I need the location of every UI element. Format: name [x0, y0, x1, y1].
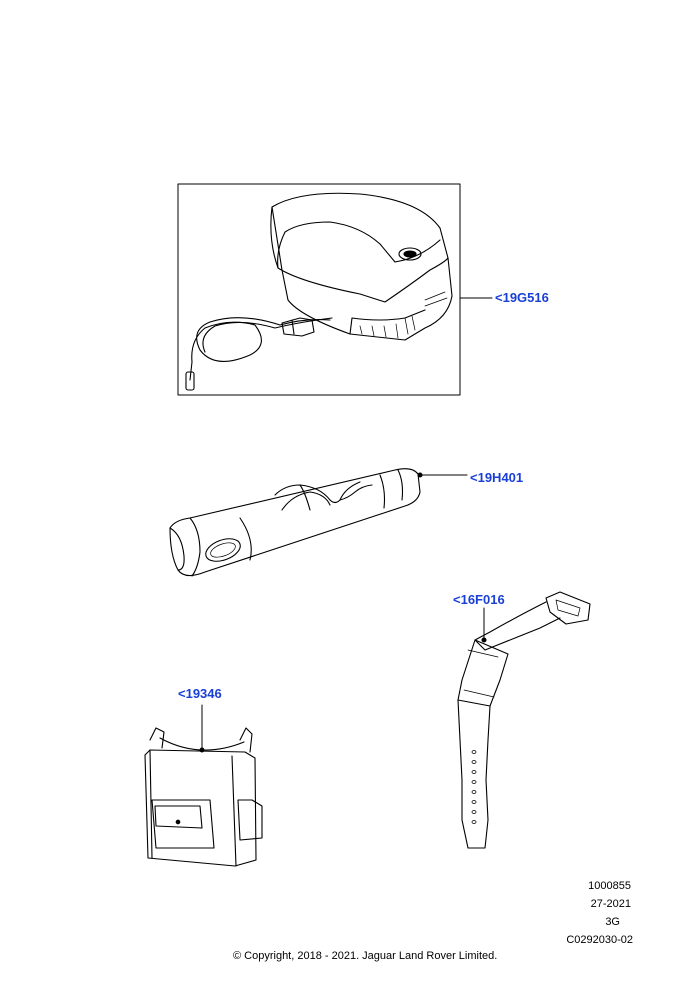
callout-cooler-part[interactable]: <19G516 — [495, 290, 549, 305]
ref-date: 27-2021 — [590, 898, 631, 910]
ref-code: C0292030-02 — [566, 934, 633, 946]
cooler-illustration — [177, 183, 493, 396]
bag-logo — [205, 538, 241, 562]
ref-grade: 3G — [605, 916, 620, 928]
strap-illustration — [457, 591, 591, 849]
cooler-badge — [398, 247, 422, 261]
callout-long-bag-part[interactable]: <19H401 — [470, 470, 524, 485]
long-bag-illustration — [169, 468, 468, 577]
copyright-text: © Copyright, 2018 - 2021. Jaguar Land Ro… — [233, 950, 498, 962]
cooler-power-cable — [189, 317, 331, 381]
ref-number: 1000855 — [588, 880, 631, 892]
cooler-frame — [177, 183, 461, 396]
holdall-illustration — [144, 704, 263, 867]
cooler-lighter-plug — [281, 317, 315, 337]
cooler-plug — [185, 371, 195, 391]
callout-strap-part[interactable]: <16F016 — [453, 592, 505, 607]
callout-holdall-part[interactable]: <19346 — [178, 686, 222, 701]
